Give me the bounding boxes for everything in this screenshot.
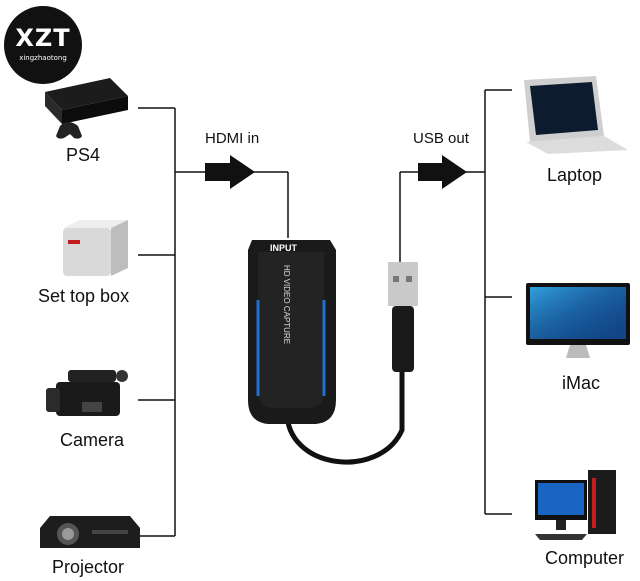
- device-port-label: INPUT: [270, 243, 297, 253]
- input-label-projector: Projector: [52, 557, 125, 577]
- hdmi-in-label: HDMI in: [205, 130, 260, 147]
- imac-icon: [526, 283, 630, 358]
- device-body-text: HD VIDEO CAPTURE: [282, 264, 292, 345]
- output-label-laptop: Laptop: [547, 165, 603, 185]
- ps4-console-icon: [45, 78, 128, 139]
- laptop-icon: [524, 76, 628, 154]
- logo-subtitle: xingzhaotong: [19, 54, 67, 62]
- usb-out-label: USB out: [413, 130, 469, 147]
- output-label-computer: Computer: [545, 548, 625, 568]
- input-label-camera: Camera: [60, 430, 125, 450]
- input-label-ps4: PS4: [66, 145, 101, 165]
- input-label-set-top-box: Set top box: [38, 286, 130, 306]
- desktop-computer-icon: [535, 470, 616, 540]
- output-label-imac: iMac: [562, 373, 601, 393]
- usb-out-arrow: [418, 155, 467, 189]
- capture-device: [248, 240, 418, 465]
- logo-brand: XZT: [15, 24, 71, 52]
- brand-logo: XZT xingzhaotong: [4, 6, 82, 84]
- hdmi-in-arrow: [205, 155, 255, 189]
- video-camera-icon: [46, 370, 128, 416]
- set-top-box-icon: [63, 220, 128, 276]
- projector-icon: [40, 516, 140, 548]
